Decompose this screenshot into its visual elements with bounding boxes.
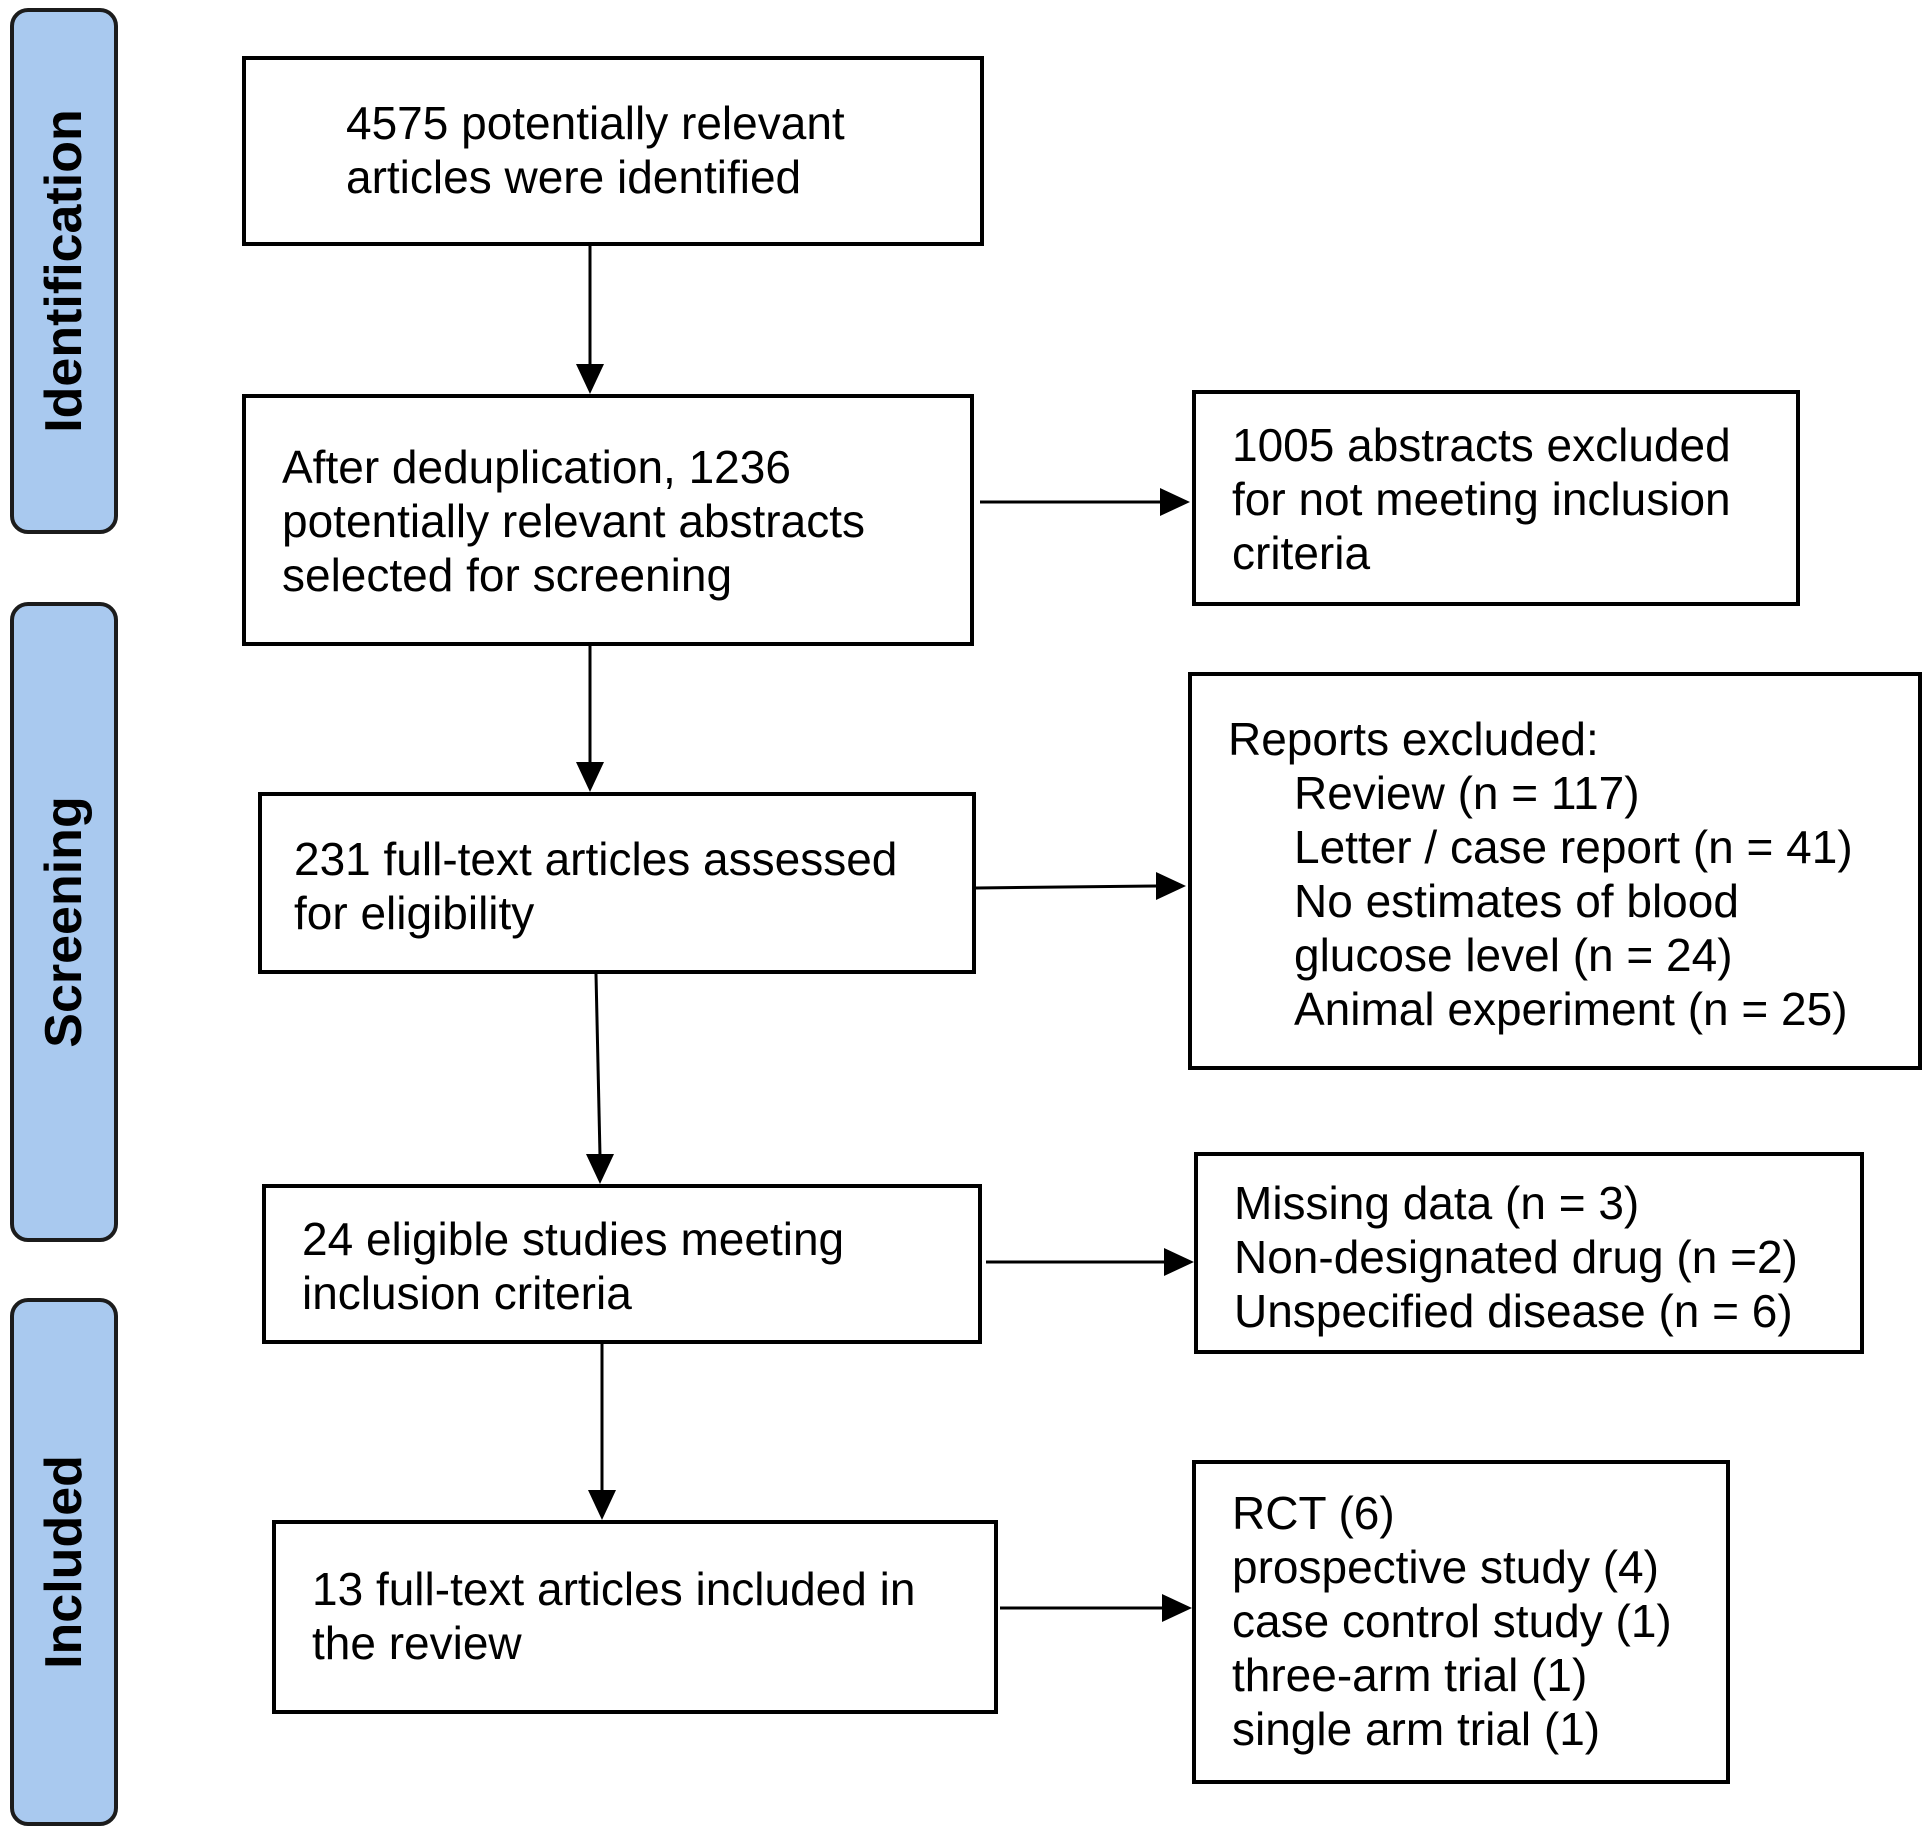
reports-excluded-item: Letter / case report (n = 41) (1294, 821, 1853, 873)
reports-excluded-item: Animal experiment (n = 25) (1294, 983, 1848, 1035)
arrowhead (1162, 1594, 1192, 1622)
study-types-line: case control study (1) (1232, 1595, 1672, 1647)
included-line: 13 full-text articles included in (312, 1563, 916, 1615)
phase-identification: Identification (10, 8, 118, 534)
fulltext-assessed-line: 231 full-text articles assessed (294, 833, 898, 885)
reports-excluded-item: Review (n = 117) (1294, 767, 1640, 819)
reports-excluded-item: No estimates of blood (1294, 875, 1739, 927)
abstracts-excluded-line: for not meeting inclusion (1232, 473, 1731, 525)
study-types-line: prospective study (4) (1232, 1541, 1659, 1593)
abstracts-excluded-box: 1005 abstracts excluded for not meeting … (1192, 390, 1800, 606)
deduplicated-line: potentially relevant abstracts (282, 495, 865, 547)
deduplicated-box: After deduplication, 1236 potentially re… (242, 394, 974, 646)
eligible-excluded-line: Non-designated drug (n =2) (1234, 1231, 1798, 1283)
fulltext-assessed-line: for eligibility (294, 887, 535, 939)
arrow-fulltext-to-eligible (594, 973, 602, 1157)
arrow-fulltext-to-reports-excluded (975, 884, 1159, 890)
arrowhead (586, 1154, 614, 1184)
eligible-line: inclusion criteria (302, 1267, 632, 1319)
study-types-line: single arm trial (1) (1232, 1703, 1601, 1755)
study-types-line: three-arm trial (1) (1232, 1649, 1588, 1701)
eligible-box: 24 eligible studies meeting inclusion cr… (262, 1184, 982, 1344)
phase-included: Included (10, 1298, 118, 1826)
study-types-box: RCT (6) prospective study (4) case contr… (1192, 1460, 1730, 1784)
identified-box: 4575 potentially relevant articles were … (242, 56, 984, 246)
reports-excluded-item: glucose level (n = 24) (1294, 929, 1733, 981)
reports-excluded-box: Reports excluded: Review (n = 117) Lette… (1188, 672, 1922, 1070)
included-box: 13 full-text articles included in the re… (272, 1520, 998, 1714)
eligible-excluded-line: Missing data (n = 3) (1234, 1177, 1640, 1229)
phase-screening: Screening (10, 602, 118, 1242)
study-types-line: RCT (6) (1232, 1487, 1395, 1539)
arrowhead (588, 1490, 616, 1520)
eligible-excluded-box: Missing data (n = 3) Non-designated drug… (1194, 1152, 1864, 1354)
arrowhead (1156, 872, 1186, 900)
included-line: the review (312, 1617, 522, 1669)
eligible-line: 24 eligible studies meeting (302, 1213, 845, 1265)
abstracts-excluded-line: criteria (1232, 527, 1371, 579)
abstracts-excluded-line: 1005 abstracts excluded (1232, 419, 1731, 471)
arrowhead (576, 762, 604, 792)
arrowhead (576, 364, 604, 394)
identified-line: 4575 potentially relevant (346, 97, 845, 149)
fulltext-assessed-box: 231 full-text articles assessed for elig… (258, 792, 976, 974)
identified-line: articles were identified (346, 151, 802, 203)
deduplicated-line: selected for screening (282, 549, 733, 601)
arrowhead (1164, 1248, 1194, 1276)
reports-excluded-heading: Reports excluded: (1228, 713, 1599, 765)
deduplicated-line: After deduplication, 1236 (282, 441, 791, 493)
arrowhead (1160, 488, 1190, 516)
eligible-excluded-line: Unspecified disease (n = 6) (1234, 1285, 1793, 1337)
